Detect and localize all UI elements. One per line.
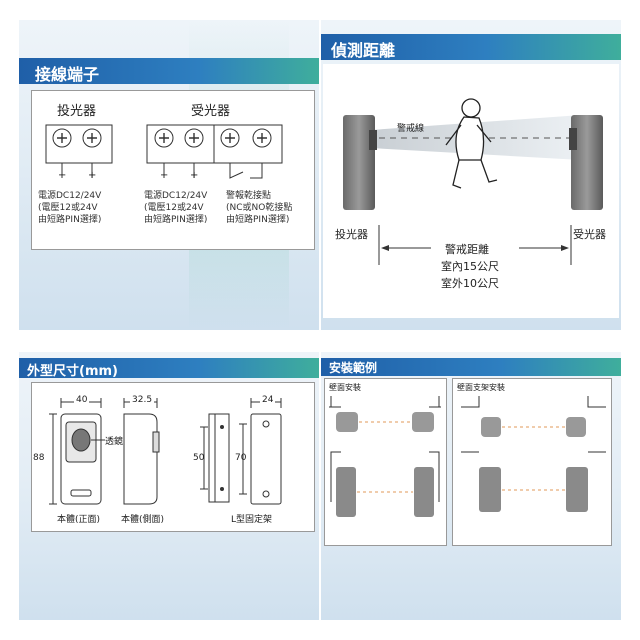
- terminal-title: 接線端子: [35, 65, 100, 84]
- side-view-label: 本體(側面): [121, 515, 165, 525]
- install-panel: 安裝範例 壁面安裝 壁面支架安裝: [321, 352, 621, 620]
- tx-power-note: 電源DC12/24V (電壓12或24V 由短路PIN選擇): [38, 191, 102, 225]
- range-outdoor: 室外10公尺: [441, 277, 499, 290]
- dim-h50: 50: [193, 453, 205, 463]
- wall-mount-label: 壁面安裝: [329, 383, 361, 392]
- dim-w32: 32.5: [130, 395, 155, 405]
- screw-terminal-icon: [154, 128, 272, 148]
- dimensions-panel: 外型尺寸(mm) 40 32.5 24 88 50 70: [19, 352, 319, 620]
- range-title: 警戒距離: [445, 243, 489, 256]
- tx-plus: +: [88, 170, 97, 181]
- bracket-label: L型固定架: [231, 515, 273, 525]
- terminal-blocks: [45, 124, 283, 179]
- terminal-title-bar: 接線端子: [19, 58, 319, 84]
- terminal-receiver-label: 受光器: [191, 104, 231, 119]
- wall-mount-box: [324, 378, 447, 546]
- lens-label: 透鏡: [105, 437, 124, 447]
- dimensions-diagram: [49, 398, 282, 505]
- front-view-label: 本體(正面): [57, 515, 101, 525]
- rx-power-note: 電源DC12/24V (電壓12或24V 由短路PIN選擇): [144, 191, 208, 225]
- dim-h88: 88: [33, 453, 45, 463]
- rx-minus: −: [160, 170, 169, 181]
- distance-panel: 偵測距離: [321, 20, 621, 330]
- terminal-diagram-box: [31, 90, 315, 250]
- distance-transmitter-label: 投光器: [335, 228, 368, 241]
- dim-w40: 40: [74, 395, 90, 405]
- install-title: 安裝範例: [329, 361, 378, 375]
- distance-title: 偵測距離: [331, 41, 396, 60]
- install-diagrams: [329, 396, 606, 517]
- bracket-mount-label: 壁面支架安裝: [457, 383, 505, 392]
- receiver-device-icon: [569, 115, 603, 210]
- range-indoor: 室內15公尺: [441, 260, 499, 273]
- distance-title-bar: 偵測距離: [321, 34, 621, 60]
- dimensions-title: 外型尺寸(mm): [27, 364, 118, 379]
- sensor-device-icon: [336, 412, 588, 517]
- dim-h70: 70: [235, 453, 247, 463]
- alarm-contact-note: 警報乾接點 (NC或NO乾接點 由短路PIN選擇): [226, 191, 293, 225]
- distance-receiver-label: 受光器: [573, 228, 606, 241]
- dim-w24: 24: [260, 395, 276, 405]
- transmitter-device-icon: [343, 115, 377, 210]
- terminal-transmitter-label: 投光器: [57, 104, 97, 119]
- screw-terminal-icon: [52, 128, 102, 148]
- dimensions-title-bar: 外型尺寸(mm): [19, 358, 319, 379]
- beam-label: 警戒線: [397, 124, 425, 134]
- terminal-panel: 接線端子 投光器 受光器 − +: [19, 20, 319, 330]
- rx-plus: +: [190, 170, 199, 181]
- tx-minus: −: [58, 170, 67, 181]
- intruder-figure-icon: [445, 98, 498, 189]
- distance-diagram: [343, 98, 603, 265]
- install-title-bar: 安裝範例: [321, 358, 621, 376]
